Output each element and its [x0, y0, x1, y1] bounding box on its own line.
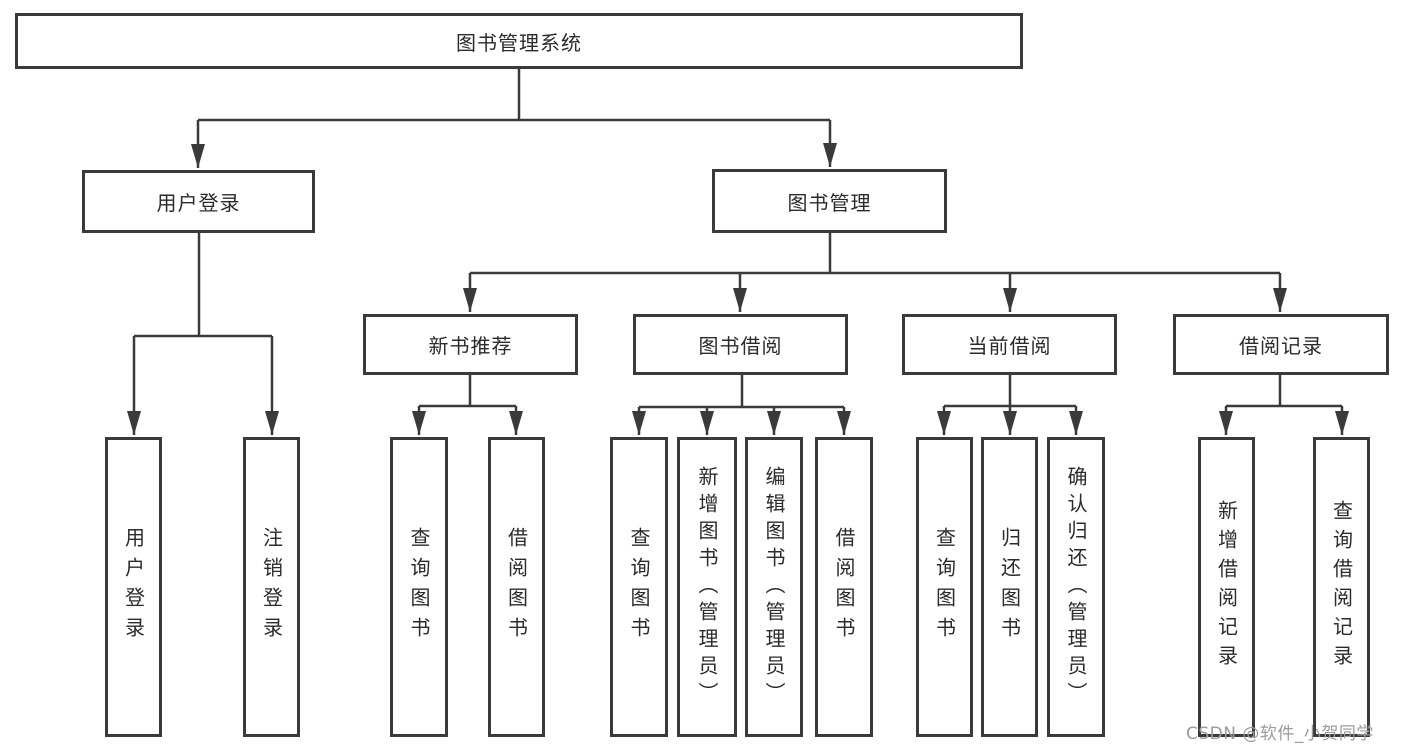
leaf-bb-borrow-books-label: 借阅图书 [832, 527, 856, 647]
leaf-bb-edit-books-admin-label: 编辑图书（管理员） [762, 465, 786, 709]
leaf-cb-confirm-return-admin: 确认归还（管理员） [1047, 437, 1105, 737]
node-user-login-label: 用户登录 [156, 191, 241, 215]
leaf-bb-query-books-label: 查询图书 [627, 527, 651, 647]
node-new-book-recommend-label: 新书推荐 [428, 334, 513, 358]
leaf-cb-query-books: 查询图书 [916, 437, 973, 737]
node-book-borrowing: 图书借阅 [633, 314, 848, 375]
node-book-management-label: 图书管理 [787, 190, 872, 215]
leaf-cb-return-books: 归还图书 [981, 437, 1038, 737]
leaf-cb-return-books-label: 归还图书 [997, 527, 1022, 647]
node-book-borrowing-label: 图书借阅 [698, 334, 783, 358]
leaf-logout: 注销登录 [243, 437, 300, 737]
node-book-management: 图书管理 [712, 169, 947, 233]
leaf-br-add-borrow-record: 新增借阅记录 [1198, 437, 1255, 737]
leaf-logout-label: 注销登录 [259, 527, 284, 647]
leaf-bb-query-books: 查询图书 [610, 437, 668, 737]
leaf-nbr-borrow-books: 借阅图书 [488, 437, 545, 737]
leaf-nbr-borrow-books-label: 借阅图书 [504, 527, 529, 647]
leaf-bb-edit-books-admin: 编辑图书（管理员） [745, 437, 803, 737]
leaf-bb-add-books-admin-label: 新增图书（管理员） [695, 465, 719, 709]
node-user-login: 用户登录 [82, 170, 315, 233]
node-root-label: 图书管理系统 [456, 30, 582, 55]
node-root: 图书管理系统 [15, 13, 1023, 69]
leaf-br-query-borrow-record-label: 查询借阅记录 [1329, 500, 1354, 674]
leaf-user-login: 用户登录 [105, 437, 162, 737]
node-borrowing-records: 借阅记录 [1173, 314, 1389, 375]
node-new-book-recommend: 新书推荐 [363, 314, 578, 375]
node-current-borrowing-label: 当前借阅 [967, 334, 1052, 358]
leaf-br-query-borrow-record: 查询借阅记录 [1313, 437, 1370, 737]
leaf-cb-confirm-return-admin-label: 确认归还（管理员） [1064, 465, 1088, 709]
leaf-br-add-borrow-record-label: 新增借阅记录 [1214, 500, 1239, 674]
leaf-nbr-query-books-label: 查询图书 [407, 527, 431, 647]
leaf-cb-query-books-label: 查询图书 [932, 527, 957, 647]
node-borrowing-records-label: 借阅记录 [1239, 334, 1323, 358]
leaf-bb-borrow-books: 借阅图书 [815, 437, 873, 737]
leaf-bb-add-books-admin: 新增图书（管理员） [677, 437, 737, 737]
node-current-borrowing: 当前借阅 [902, 314, 1117, 375]
leaf-user-login-label: 用户登录 [121, 527, 146, 647]
leaf-nbr-query-books: 查询图书 [390, 437, 448, 737]
csdn-watermark: CSDN @软件_小贺同学 [1186, 724, 1374, 744]
